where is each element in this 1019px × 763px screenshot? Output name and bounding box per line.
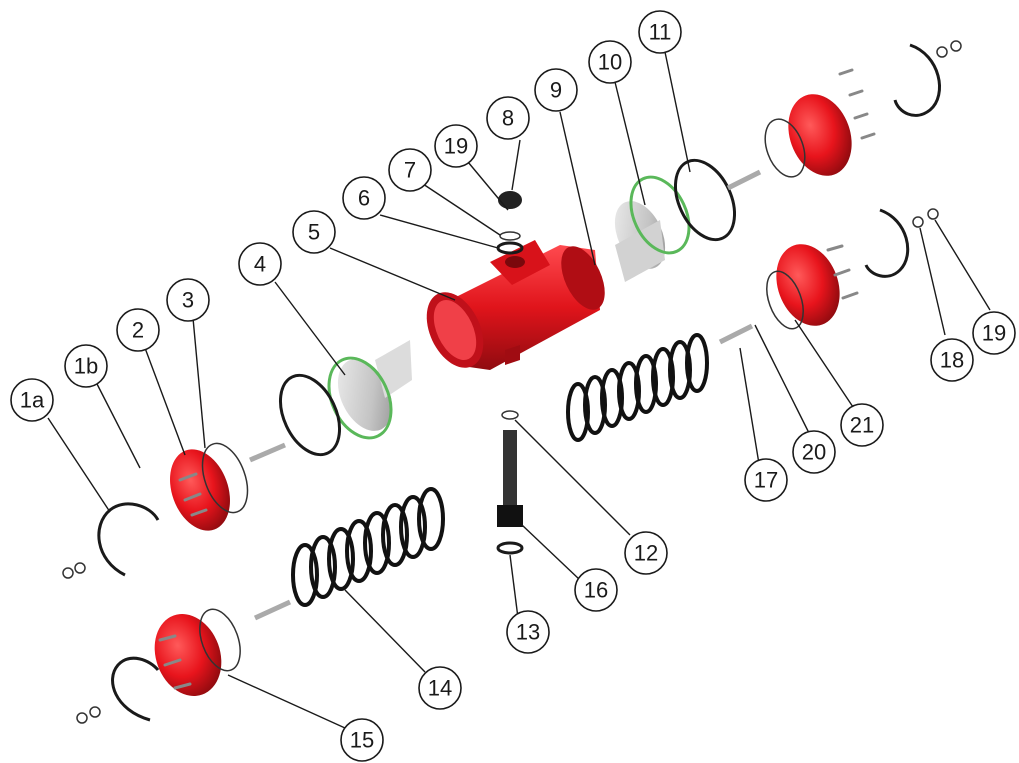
- callouts: 1a 1b 2 3 4 5 6 7: [10, 10, 1016, 762]
- callout-19-top: 19: [434, 124, 478, 168]
- actuator-body: [426, 240, 605, 370]
- pinion-oring-6: [496, 241, 524, 255]
- callout-11: 11: [638, 10, 682, 54]
- left-retaining-clip: [97, 502, 160, 577]
- lower-left-end-cap: [154, 608, 241, 696]
- upper-right-nut: [950, 40, 962, 52]
- callout-10: 10: [588, 40, 632, 84]
- right-spring-pack: [566, 333, 709, 442]
- left-end-cap: [170, 442, 249, 531]
- callout-21: 21: [840, 403, 884, 447]
- svg-text:19: 19: [444, 134, 468, 159]
- svg-text:6: 6: [358, 186, 370, 211]
- callout-15: 15: [340, 718, 384, 762]
- callout-2: 2: [116, 308, 160, 352]
- lower-left-washer: [76, 712, 88, 724]
- lower-spring-pack: [291, 487, 445, 607]
- svg-text:7: 7: [404, 158, 416, 183]
- svg-text:1b: 1b: [74, 354, 98, 379]
- callout-7: 7: [388, 148, 432, 192]
- left-washer: [62, 567, 74, 579]
- right-piston-guide-ring: [673, 158, 737, 242]
- callout-8: 8: [486, 96, 530, 140]
- callout-17: 17: [744, 458, 788, 502]
- callout-4: 4: [238, 242, 282, 286]
- callout-9: 9: [534, 68, 578, 112]
- callout-1b: 1b: [64, 344, 108, 388]
- indicator-nut-8: [498, 191, 522, 209]
- svg-text:16: 16: [584, 578, 608, 603]
- upper-right-retaining-clip: [893, 43, 941, 117]
- svg-text:8: 8: [502, 106, 514, 131]
- svg-text:15: 15: [350, 728, 374, 753]
- upper-right-stop-screw: [726, 169, 762, 191]
- right-nut-19: [927, 208, 939, 220]
- callout-3: 3: [166, 278, 210, 322]
- svg-text:13: 13: [516, 620, 540, 645]
- right-end-cap: [766, 244, 859, 330]
- right-piston: [614, 175, 691, 282]
- right-washer-18: [912, 216, 924, 228]
- svg-text:2: 2: [132, 318, 144, 343]
- svg-text:21: 21: [850, 413, 874, 438]
- left-nut: [74, 562, 86, 574]
- callout-6: 6: [342, 176, 386, 220]
- callout-20: 20: [792, 430, 836, 474]
- callout-13: 13: [506, 610, 550, 654]
- lower-left-retaining-clip: [111, 656, 160, 722]
- svg-text:9: 9: [550, 78, 562, 103]
- svg-text:11: 11: [649, 20, 672, 45]
- left-piston-guide-ring: [278, 373, 342, 457]
- svg-text:10: 10: [598, 50, 622, 75]
- pinion-shaft: [496, 410, 524, 555]
- svg-text:14: 14: [428, 676, 452, 701]
- leader-lines: [47, 51, 991, 729]
- upper-right-washer: [936, 46, 948, 58]
- svg-text:5: 5: [308, 220, 320, 245]
- lower-left-nut: [89, 706, 101, 718]
- svg-text:4: 4: [254, 252, 266, 277]
- svg-text:17: 17: [754, 468, 778, 493]
- svg-text:19: 19: [982, 321, 1006, 346]
- upper-right-end-cap: [764, 68, 876, 178]
- callout-16: 16: [574, 568, 618, 612]
- callout-19-right: 19: [972, 311, 1016, 355]
- svg-text:3: 3: [182, 288, 194, 313]
- lower-stop-screw: [253, 599, 292, 621]
- callout-5: 5: [292, 210, 336, 254]
- svg-text:12: 12: [634, 541, 658, 566]
- right-retaining-clip: [864, 208, 910, 278]
- callout-14: 14: [418, 666, 462, 710]
- callout-18: 18: [930, 338, 974, 382]
- svg-text:18: 18: [940, 348, 964, 373]
- svg-text:20: 20: [802, 440, 826, 465]
- pinion-ring-7: [499, 231, 521, 241]
- callout-1a: 1a: [10, 378, 54, 422]
- right-stop-screw: [718, 323, 754, 345]
- left-stop-screw: [249, 442, 286, 463]
- callout-12: 12: [624, 531, 668, 575]
- svg-text:1a: 1a: [20, 388, 45, 413]
